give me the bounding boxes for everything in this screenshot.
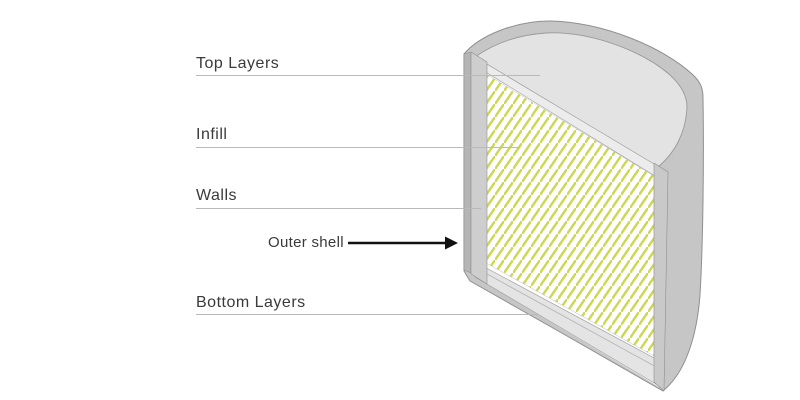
outer-shell-arrow xyxy=(348,236,458,250)
left-wall-strip xyxy=(470,51,488,285)
cylinder-top-face xyxy=(474,32,688,168)
right-wall-strip xyxy=(653,162,669,392)
walls-label: Walls xyxy=(196,187,238,204)
left-wall-outer-sliver xyxy=(463,51,472,274)
bottom-layers-band-inner-line xyxy=(477,268,659,369)
infill-label: Infill xyxy=(196,126,228,143)
top-layers-label: Top Layers xyxy=(196,55,280,72)
arrowhead-icon xyxy=(445,236,458,250)
outer-shell-label: Outer shell xyxy=(268,234,344,251)
bottom-layers-label: Bottom Layers xyxy=(196,294,306,311)
